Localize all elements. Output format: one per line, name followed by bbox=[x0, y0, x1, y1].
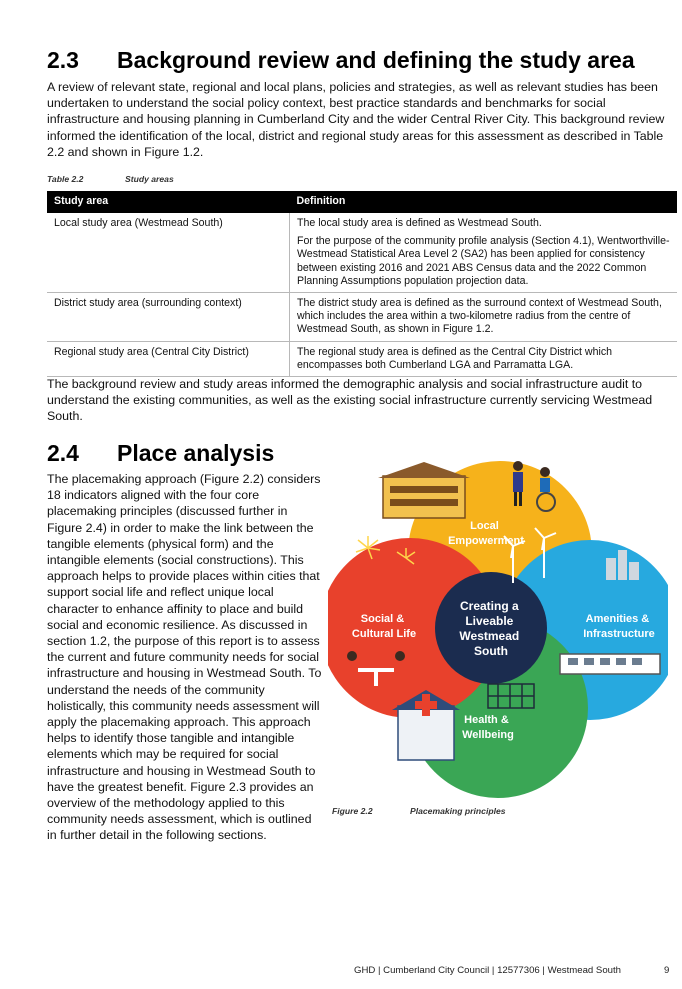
section-number: 2.3 bbox=[47, 47, 79, 73]
table-cell-area: District study area (surrounding context… bbox=[47, 292, 290, 342]
center-circle bbox=[435, 572, 547, 684]
table-caption: Table 2.2 Study areas bbox=[47, 174, 174, 184]
table-row: Local study area (Westmead South) The lo… bbox=[47, 213, 677, 294]
definition-text: The regional study area is defined as th… bbox=[297, 345, 613, 371]
figure-caption: Figure 2.2 Placemaking principles bbox=[332, 806, 506, 816]
people-icon bbox=[513, 461, 556, 512]
table-label: Table 2.2 bbox=[47, 174, 84, 184]
table-header-definition: Definition bbox=[289, 191, 677, 213]
fireworks-icon bbox=[355, 536, 416, 565]
local-empowerment-label: Local Empowerment bbox=[448, 520, 524, 547]
center-label: Creating a Liveable Westmead South bbox=[459, 599, 522, 658]
section-title: Background review and defining the study… bbox=[117, 47, 635, 73]
health-wellbeing-label: Health & Wellbeing bbox=[462, 714, 514, 741]
train-icon bbox=[559, 653, 661, 675]
figure-caption-text: Placemaking principles bbox=[410, 806, 506, 816]
section-2-3-paragraph: A review of relevant state, regional and… bbox=[47, 80, 665, 159]
figure-label: Figure 2.2 bbox=[332, 806, 373, 816]
cafe-table-icon bbox=[347, 651, 405, 686]
table-header-row: Study area Definition bbox=[47, 191, 677, 213]
amenities-label: Amenities & Infrastructure bbox=[583, 613, 655, 640]
social-cultural-petal bbox=[328, 538, 500, 718]
table-cell-area: Regional study area (Central City Distri… bbox=[47, 341, 290, 378]
section-number: 2.4 bbox=[47, 440, 79, 466]
page-number: 9 bbox=[664, 965, 670, 976]
social-cultural-label: Social & Cultural Life bbox=[352, 613, 416, 640]
placemaking-diagram: Local Empowerment Amenities & Infrastruc… bbox=[328, 461, 668, 798]
city-skyline-icon bbox=[606, 550, 639, 580]
section-2-4-heading: 2.4 Place analysis bbox=[47, 440, 274, 467]
study-areas-table: Study area Definition Local study area (… bbox=[47, 191, 677, 378]
hospital-icon bbox=[392, 690, 460, 761]
definition-text: The local study area is defined as Westm… bbox=[297, 217, 542, 229]
footer-text: GHD | Cumberland City Council | 12577306… bbox=[354, 965, 621, 976]
school-building-icon bbox=[378, 462, 470, 519]
section-title: Place analysis bbox=[117, 440, 275, 466]
definition-text: The district study area is defined as th… bbox=[297, 297, 662, 336]
table-row: District study area (surrounding context… bbox=[47, 292, 677, 342]
after-table-paragraph: The background review and study areas in… bbox=[47, 377, 653, 424]
table-caption-text: Study areas bbox=[125, 174, 174, 184]
soccer-goal-icon bbox=[487, 683, 535, 709]
table-header-study-area: Study area bbox=[47, 191, 290, 213]
section-2-4-paragraph: The placemaking approach (Figure 2.2) co… bbox=[47, 472, 322, 843]
wind-turbine-icon bbox=[503, 527, 557, 583]
table-cell-definition: The regional study area is defined as th… bbox=[289, 341, 677, 378]
definition-text: For the purpose of the community profile… bbox=[297, 235, 670, 287]
section-2-3-heading: 2.3 Background review and defining the st… bbox=[47, 47, 635, 74]
table-cell-area: Local study area (Westmead South) bbox=[47, 213, 290, 294]
table-cell-definition: The district study area is defined as th… bbox=[289, 292, 677, 342]
table-row: Regional study area (Central City Distri… bbox=[47, 341, 677, 378]
table-cell-definition: The local study area is defined as Westm… bbox=[289, 213, 677, 294]
